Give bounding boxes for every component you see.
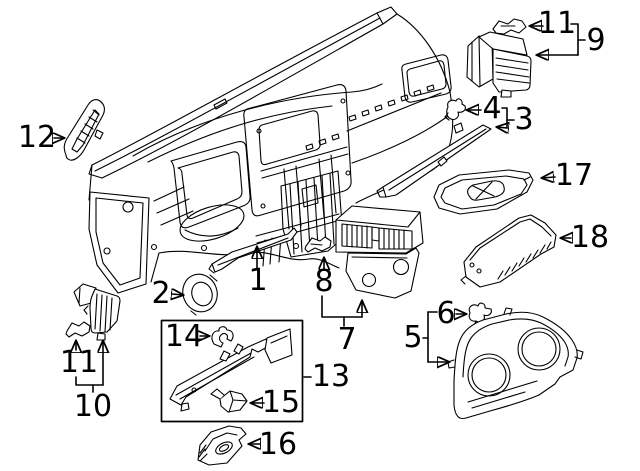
part-11-clip-top — [492, 18, 527, 35]
callout-3-label[interactable]: 3 — [514, 102, 534, 137]
part-13-group-box — [160, 319, 304, 423]
panel-edge-ribs — [497, 241, 552, 280]
leader-17 — [542, 177, 556, 178]
callout-5-label[interactable]: 5 — [403, 320, 423, 355]
part-14-clip — [211, 326, 234, 348]
callout-11-top-label[interactable]: 11 — [537, 6, 577, 41]
callout-11-left-label[interactable]: 11 — [59, 345, 99, 380]
callout-9-label[interactable]: 9 — [586, 23, 606, 58]
part-16-storage-tray — [197, 425, 247, 466]
callout-16-label[interactable]: 16 — [258, 427, 298, 462]
dash-vent-perforations — [305, 84, 435, 151]
bracket-10 — [75, 376, 104, 386]
part-5-cluster-bezel — [447, 307, 584, 420]
vent-louvers-right — [383, 228, 405, 250]
part-15-rivet-clip — [210, 388, 248, 413]
bracket-7 — [321, 295, 363, 318]
part-2-trim-ring — [182, 273, 218, 316]
bracket-3 — [501, 107, 508, 129]
callout-13-label[interactable]: 13 — [311, 359, 351, 394]
callout-14-label[interactable]: 14 — [164, 319, 204, 354]
part-10-side-vent-lower — [73, 283, 121, 341]
callout-6-label[interactable]: 6 — [436, 296, 456, 331]
callout-2-label[interactable]: 2 — [151, 276, 171, 311]
heater-ribs — [289, 173, 335, 255]
bracket-9 — [570, 23, 579, 56]
callout-17-label[interactable]: 17 — [554, 158, 594, 193]
callout-18-label[interactable]: 18 — [570, 220, 610, 255]
part-4-clip — [444, 98, 466, 121]
part-13-lower-dash-panel — [169, 328, 293, 412]
part-17-speaker-grille-panel — [433, 169, 534, 215]
vent-slats — [94, 293, 113, 333]
part-7-center-vent-assembly — [335, 205, 424, 299]
part-9-dash-side-vent — [466, 31, 532, 98]
part-8-clip — [304, 236, 332, 253]
callout-15-label[interactable]: 15 — [261, 385, 301, 420]
vent-louvers-left — [346, 224, 368, 249]
instrument-panel-drawing — [88, 6, 454, 294]
leader-3 — [497, 127, 507, 128]
part-12-defroster-vent — [63, 99, 105, 161]
callout-4-label[interactable]: 4 — [482, 91, 502, 126]
callout-7-label[interactable]: 7 — [337, 322, 357, 357]
callout-8-label[interactable]: 8 — [314, 264, 334, 299]
callout-12-label[interactable]: 12 — [17, 120, 57, 155]
leader-lines — [54, 23, 586, 444]
callout-1-label[interactable]: 1 — [248, 263, 268, 298]
part-11-clip-left — [65, 321, 91, 338]
part-3-trim-strip — [376, 122, 492, 198]
part-18-padded-panel — [460, 214, 557, 288]
callout-10-label[interactable]: 10 — [73, 389, 113, 424]
leader-2 — [172, 294, 183, 295]
